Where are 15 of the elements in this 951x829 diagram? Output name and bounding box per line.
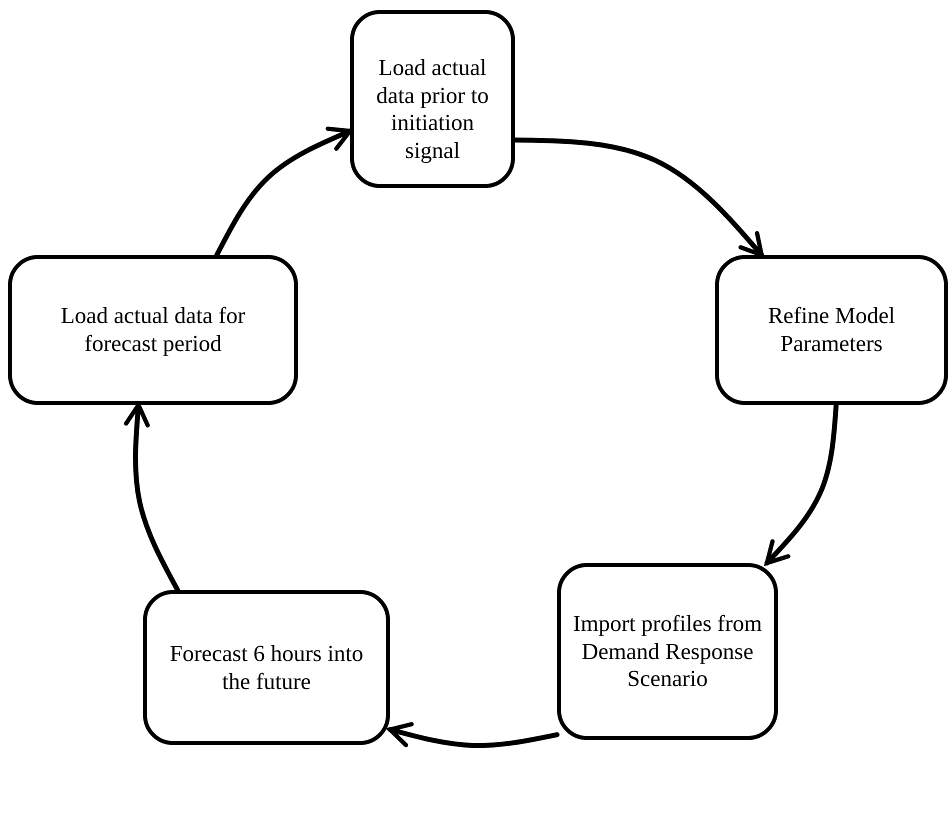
process-box [350,10,515,188]
arrow [388,722,560,748]
step-text: Load actual data prior to initiation signal [375,54,490,164]
process-box [8,255,298,405]
process-box [143,590,390,745]
arrow [214,126,352,258]
step-text: Import profiles from Demand Response Scenario [572,610,764,693]
arrow [512,137,764,258]
arrow [124,402,180,592]
step-text: Refine Model Parameters [766,302,896,358]
step-text: Load actual data for forecast period [60,302,246,358]
arrow [764,402,839,566]
process-box [557,563,778,740]
process-box [715,255,948,405]
step-text: Forecast 6 hours into the future [168,640,364,696]
